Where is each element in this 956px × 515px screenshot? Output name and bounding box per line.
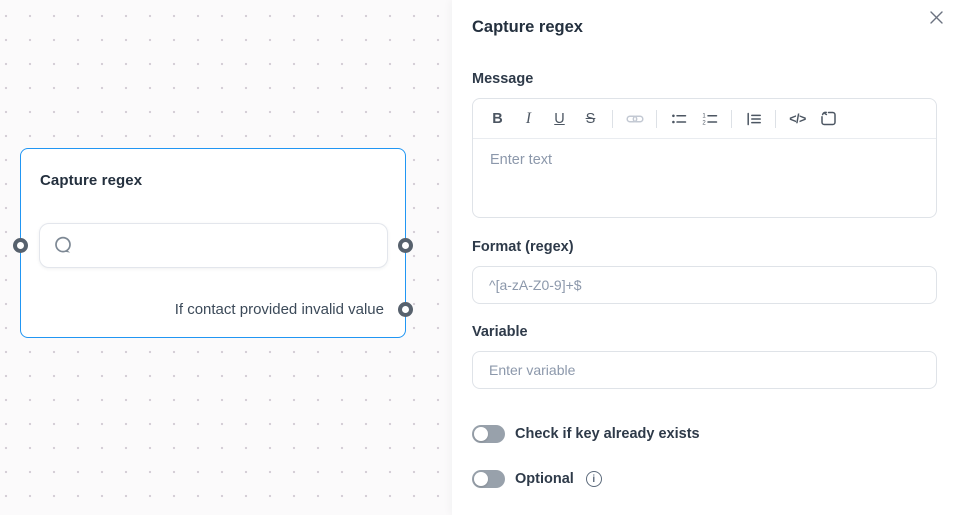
optional-row: Optional i (472, 469, 602, 489)
ordered-list-button[interactable]: 1 2 (694, 105, 725, 133)
toggle-knob (474, 427, 488, 441)
chat-bubble-icon (53, 235, 74, 256)
close-panel-button[interactable] (927, 8, 945, 26)
toggle-knob (474, 472, 488, 486)
node-output-port-invalid[interactable] (398, 302, 413, 317)
svg-text:2: 2 (702, 120, 706, 126)
node-input-port-left[interactable] (13, 238, 28, 253)
check-key-exists-label: Check if key already exists (515, 426, 700, 442)
node-title: Capture regex (40, 172, 143, 189)
underline-button[interactable]: U (544, 105, 575, 133)
panel-title: Capture regex (472, 18, 583, 36)
italic-button[interactable]: I (513, 105, 544, 133)
link-button[interactable] (619, 105, 650, 133)
node-output-invalid-label: If contact provided invalid value (174, 301, 384, 318)
format-regex-input[interactable] (472, 266, 937, 304)
node-settings-panel: Capture regex Message B I U S (452, 0, 956, 515)
ordered-list-icon: 1 2 (701, 110, 719, 128)
code-button[interactable]: </> (782, 105, 813, 133)
message-editor: B I U S (472, 98, 937, 218)
rich-text-toolbar: B I U S (473, 99, 936, 139)
capture-regex-node[interactable]: Capture regex If contact provided invali… (13, 148, 413, 338)
message-text-input[interactable] (473, 139, 936, 217)
check-key-exists-row: Check if key already exists (472, 424, 700, 444)
variable-label: Variable (472, 324, 528, 340)
optional-toggle[interactable] (472, 470, 505, 488)
sticker-button[interactable] (813, 105, 844, 133)
emoji-sticker-icon (819, 109, 838, 128)
check-key-exists-toggle[interactable] (472, 425, 505, 443)
block-list-icon (745, 110, 763, 128)
flow-canvas[interactable]: Capture regex If contact provided invali… (0, 0, 452, 515)
node-output-port-right[interactable] (398, 238, 413, 253)
svg-text:1: 1 (702, 113, 706, 119)
info-icon[interactable]: i (585, 471, 602, 487)
message-label: Message (472, 71, 534, 87)
close-icon (929, 10, 944, 25)
toolbar-divider (775, 109, 776, 128)
link-icon (625, 110, 644, 128)
toolbar-divider (656, 109, 657, 128)
variable-input[interactable] (472, 351, 937, 389)
bullet-list-button[interactable] (663, 105, 694, 133)
toolbar-divider (731, 109, 732, 128)
optional-label: Optional (515, 471, 574, 487)
block-list-button[interactable] (738, 105, 769, 133)
bullet-list-icon (670, 110, 688, 128)
node-message-preview[interactable] (39, 223, 388, 268)
format-regex-label: Format (regex) (472, 239, 574, 255)
strikethrough-button[interactable]: S (575, 105, 606, 133)
toolbar-divider (612, 109, 613, 128)
bold-button[interactable]: B (482, 105, 513, 133)
